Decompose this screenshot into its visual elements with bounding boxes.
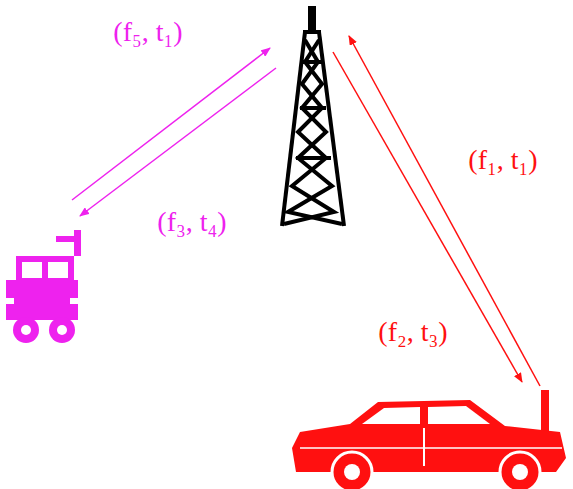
tower [282, 6, 344, 226]
downlink-arrow [333, 52, 522, 382]
channel-label: (f₂, t₃) [376, 317, 449, 348]
uplink-arrow [349, 36, 540, 386]
uplink-arrow [72, 48, 270, 200]
channel-label: (f₅, t₁) [111, 17, 184, 48]
downlink-arrow [80, 68, 276, 216]
channel-label: (f₃, t₄) [155, 207, 228, 238]
truck [4, 230, 81, 343]
car [292, 390, 566, 489]
channel-label: (f₁, t₁) [466, 145, 539, 176]
